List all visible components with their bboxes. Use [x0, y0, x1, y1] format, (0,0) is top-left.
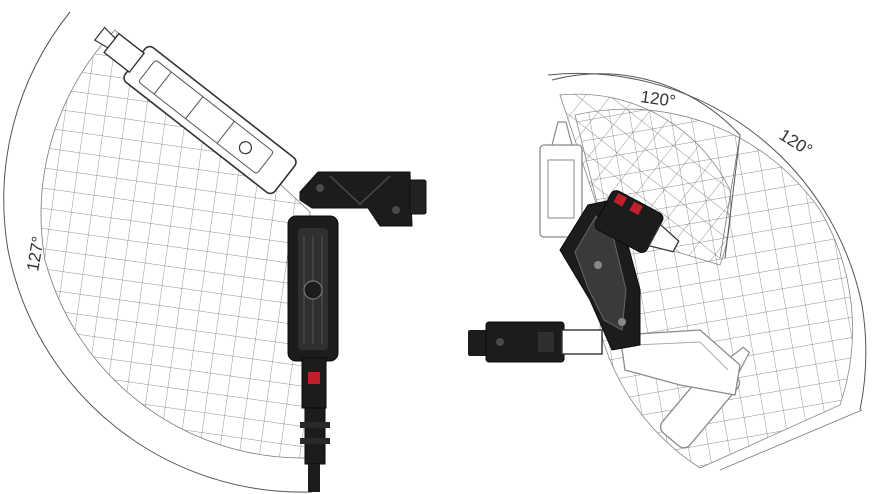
right-inner-range-arc: [551, 73, 741, 259]
left-vertical-arm: [287, 215, 339, 492]
left-reach-sector: [40, 29, 311, 459]
right-inner-range-label: 120°: [639, 87, 676, 111]
right-arm-base: [468, 321, 603, 363]
right-arm-main: [559, 190, 680, 351]
right-outer-reach-sector: [574, 108, 853, 469]
right-arm-view: 120° 120°: [468, 72, 867, 471]
left-range-label: 127°: [23, 235, 48, 273]
left-upper-arm-angled: [93, 26, 297, 195]
right-outer-range-arc: [547, 72, 867, 411]
right-ghost-arm-upper: [539, 121, 583, 238]
right-outer-range-label: 120°: [776, 125, 816, 160]
right-ghost-forearm: [619, 329, 741, 396]
left-arm-view: 127°: [3, 11, 427, 493]
left-range-arc: [3, 11, 313, 493]
left-shoulder-bracket: [299, 171, 427, 227]
